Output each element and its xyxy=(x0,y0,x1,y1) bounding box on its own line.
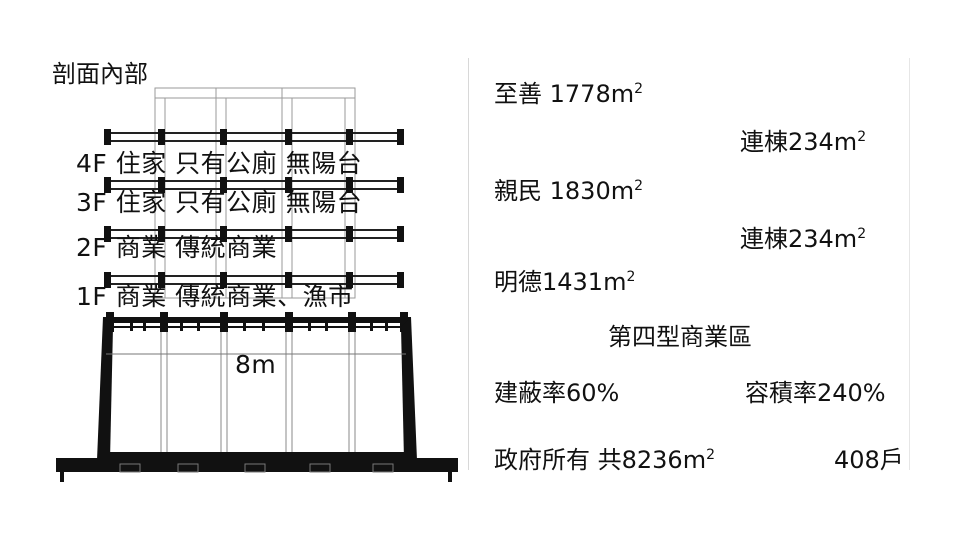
column-nodes xyxy=(104,129,404,288)
site-area: 234m xyxy=(788,128,858,156)
floor-label-4f: 4F 住家 只有公廁 無陽台 xyxy=(76,149,363,178)
site-area: 1431m xyxy=(542,268,627,296)
coverage-ratio: 建蔽率60% xyxy=(494,379,620,407)
site-area: 234m xyxy=(788,225,858,253)
area-exponent: 2 xyxy=(626,269,636,285)
floor-label-1f: 1F 商業 傳統商業、漁市 xyxy=(76,282,354,311)
site-name: 連棟 xyxy=(740,128,788,156)
row-house-2: 連棟234m2 xyxy=(740,219,866,254)
government-owned-total: 政府所有 共8236m2 xyxy=(494,440,715,475)
row-house-1: 連棟234m2 xyxy=(740,122,866,157)
floor-label-2f: 2F 商業 傳統商業 xyxy=(76,233,278,262)
site-qinmin: 親民 1830m2 xyxy=(494,171,643,206)
diagram-title: 剖面內部 xyxy=(52,60,148,88)
podium-structure xyxy=(56,312,458,482)
area-exponent: 2 xyxy=(706,447,716,463)
floor-area-ratio: 容積率240% xyxy=(745,379,886,407)
site-name: 連棟 xyxy=(740,225,788,253)
area-exponent: 2 xyxy=(857,226,867,242)
site-zhishan: 至善 1778m2 xyxy=(494,74,643,109)
info-panel xyxy=(468,58,910,470)
area-exponent: 2 xyxy=(634,178,644,194)
site-name: 明德 xyxy=(494,268,542,296)
dimension-label: 8m xyxy=(235,350,277,379)
site-area: 1778m xyxy=(549,80,635,108)
area-exponent: 2 xyxy=(634,81,644,97)
site-mingde: 明德1431m2 xyxy=(494,262,635,297)
zoning-type: 第四型商業區 xyxy=(608,323,752,351)
site-area: 1830m xyxy=(549,177,635,205)
total-area: 政府所有 共8236m xyxy=(494,446,707,474)
area-exponent: 2 xyxy=(857,129,867,145)
section-diagram xyxy=(56,87,458,482)
household-count: 408戶 xyxy=(834,446,904,474)
site-name: 親民 xyxy=(494,177,542,205)
floor-label-3f: 3F 住家 只有公廁 無陽台 xyxy=(76,188,363,217)
site-name: 至善 xyxy=(494,80,542,108)
